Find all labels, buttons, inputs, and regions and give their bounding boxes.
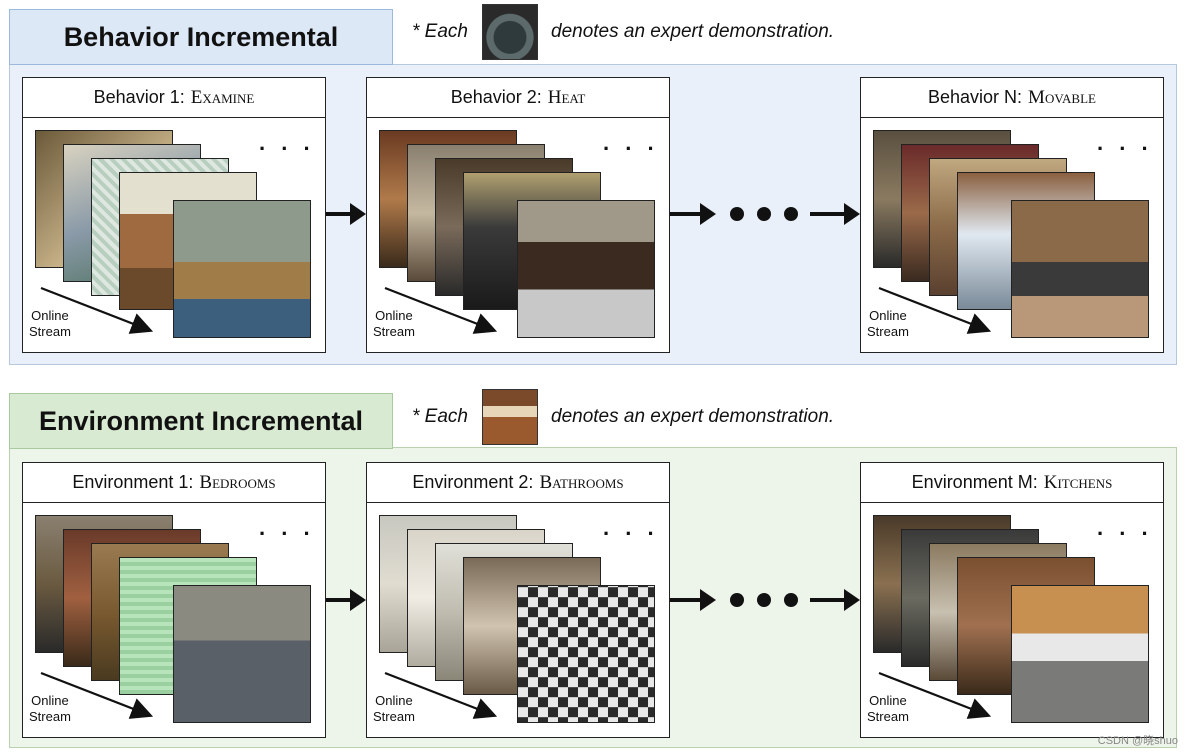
frame-stack: [35, 515, 315, 735]
demo-thumbnail-table: [482, 4, 538, 60]
behavior-note-prefix: * Each: [412, 21, 468, 42]
frame-stack: [873, 130, 1153, 350]
card-label: Environment 1:: [72, 472, 194, 492]
card-label: Behavior 1:: [93, 87, 185, 107]
environment-note-suffix: denotes an expert demonstration.: [551, 406, 835, 427]
stack-ellipsis: . . .: [1097, 130, 1153, 155]
stack-ellipsis: . . .: [603, 515, 659, 540]
environment-note-prefix: * Each: [412, 406, 468, 427]
online-stream-arrow: [40, 671, 154, 719]
online-stream-arrow: [878, 286, 992, 334]
frame-stack: [873, 515, 1153, 735]
flow-arrow: [326, 589, 366, 611]
online-stream-arrow: [878, 671, 992, 719]
behavior-note-suffix: denotes an expert demonstration.: [551, 21, 835, 42]
behavior-section-title: Behavior Incremental: [9, 9, 393, 65]
demo-thumbnail-room: [482, 389, 538, 445]
stack-ellipsis: . . .: [259, 130, 315, 155]
stack-ellipsis: . . .: [259, 515, 315, 540]
flow-arrow: [810, 589, 860, 611]
card-name: Heat: [547, 86, 586, 108]
watermark: CSDN @晓shuo: [1097, 735, 1178, 747]
card-label: Environment M:: [911, 472, 1038, 492]
flow-arrow: [670, 203, 716, 225]
environment-section-title: Environment Incremental: [9, 393, 393, 449]
card-label: Behavior N:: [928, 87, 1023, 107]
flow-arrow: [326, 203, 366, 225]
stack-ellipsis: . . .: [603, 130, 659, 155]
card-name: Bedrooms: [199, 471, 276, 493]
online-stream-arrow: [384, 286, 498, 334]
card-name: Movable: [1028, 86, 1096, 108]
frame-stack: [379, 130, 659, 350]
flow-arrow: [670, 589, 716, 611]
card-name: Bathrooms: [539, 471, 624, 493]
card-name: Kitchens: [1043, 471, 1113, 493]
frame-stack: [35, 130, 315, 350]
flow-arrow: [810, 203, 860, 225]
stack-ellipsis: . . .: [1097, 515, 1153, 540]
card-label: Environment 2:: [412, 472, 534, 492]
online-stream-arrow: [40, 286, 154, 334]
online-stream-arrow: [384, 671, 498, 719]
card-label: Behavior 2:: [450, 87, 542, 107]
card-name: Examine: [190, 86, 255, 108]
frame-stack: [379, 515, 659, 735]
